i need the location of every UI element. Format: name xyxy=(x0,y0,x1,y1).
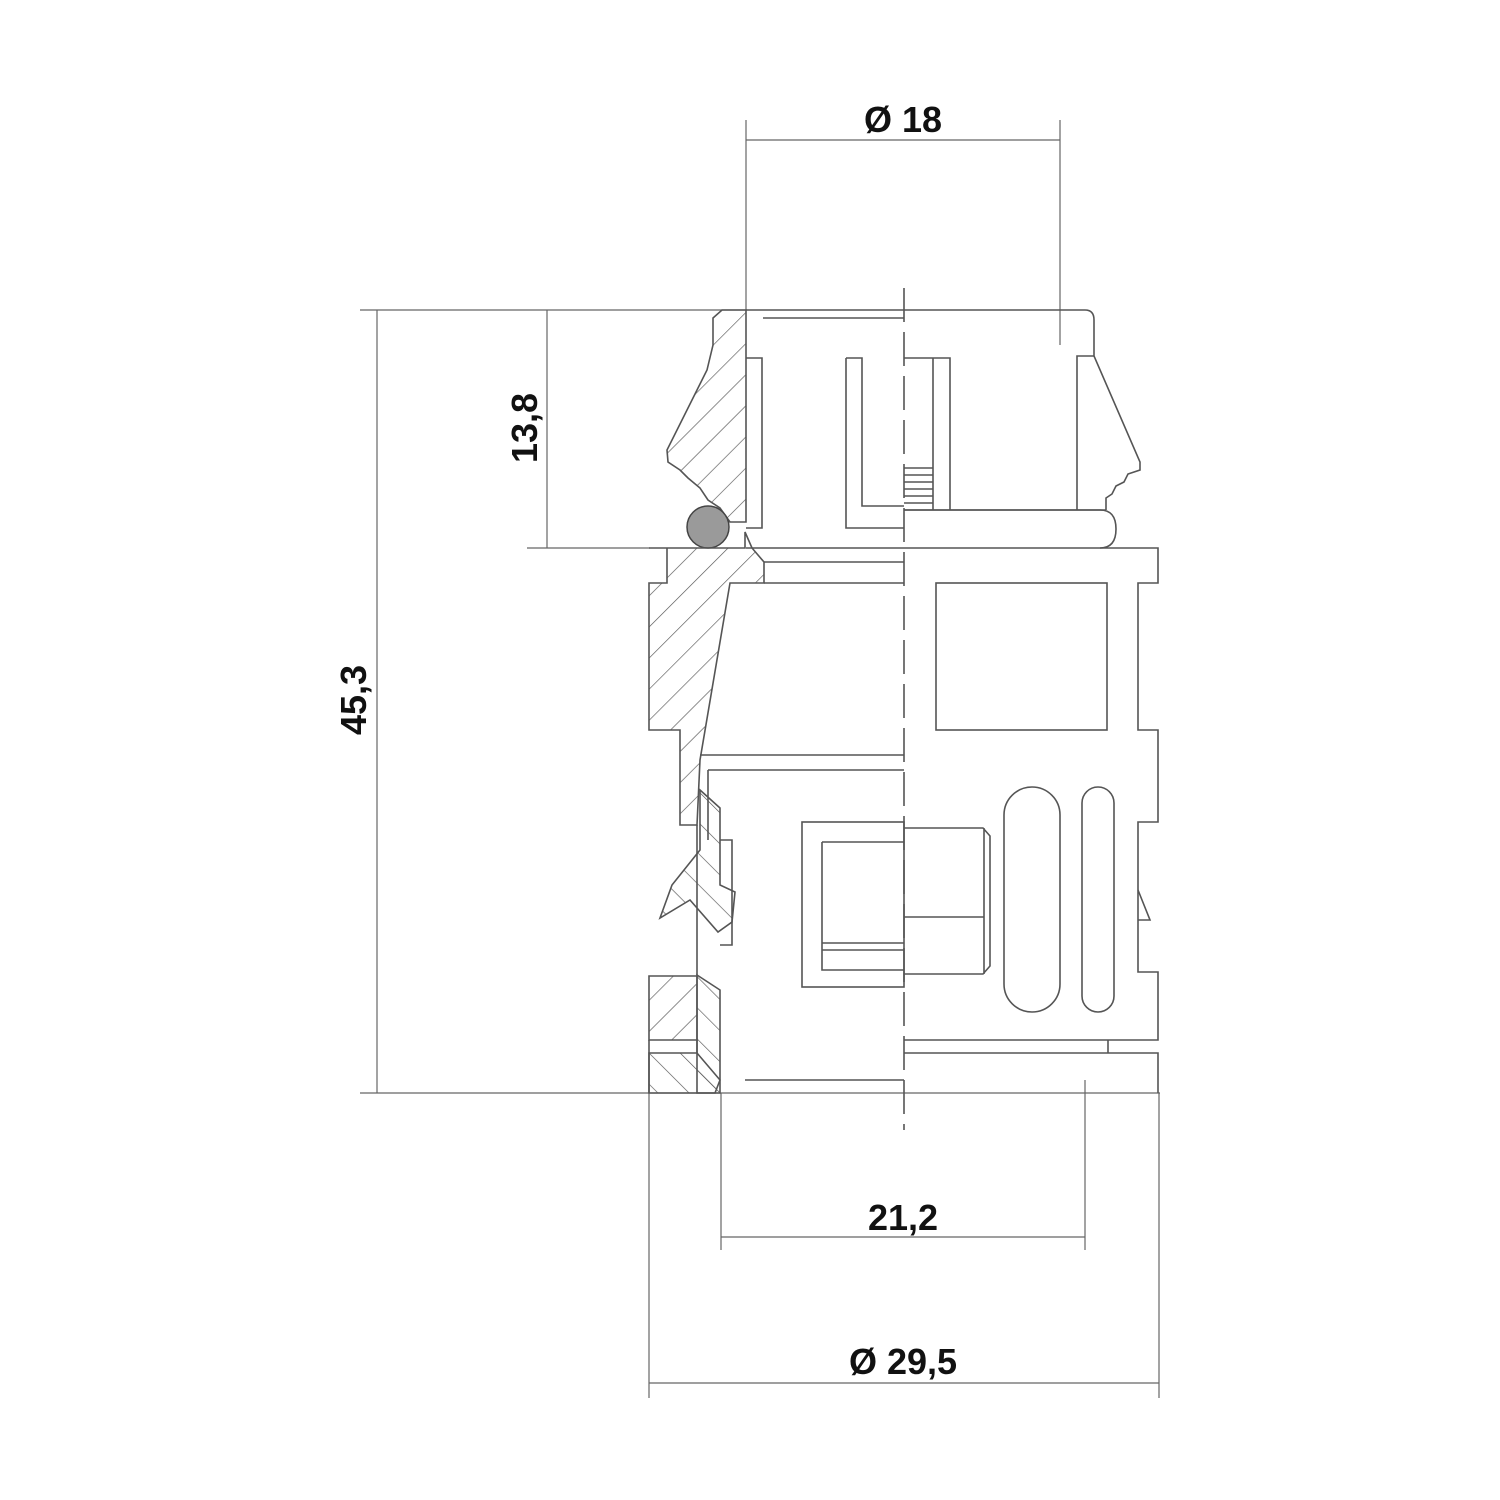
o-ring-section xyxy=(686,505,730,549)
dimension-total-height: 45,3 xyxy=(333,664,374,736)
dimension-outer-diameter: Ø 29,5 xyxy=(848,1341,958,1382)
dimension-lines xyxy=(360,120,1160,1398)
slot xyxy=(1081,786,1115,1013)
dimension-cap-height: 13,8 xyxy=(504,392,545,464)
dimension-bottom-width: 21,2 xyxy=(867,1197,939,1238)
cap xyxy=(666,309,1141,529)
thread-lines xyxy=(904,467,933,504)
dimension-top-diameter: Ø 18 xyxy=(863,99,943,140)
body xyxy=(648,531,1159,1094)
slot xyxy=(1003,786,1061,1013)
o-ring-side xyxy=(904,509,1117,549)
